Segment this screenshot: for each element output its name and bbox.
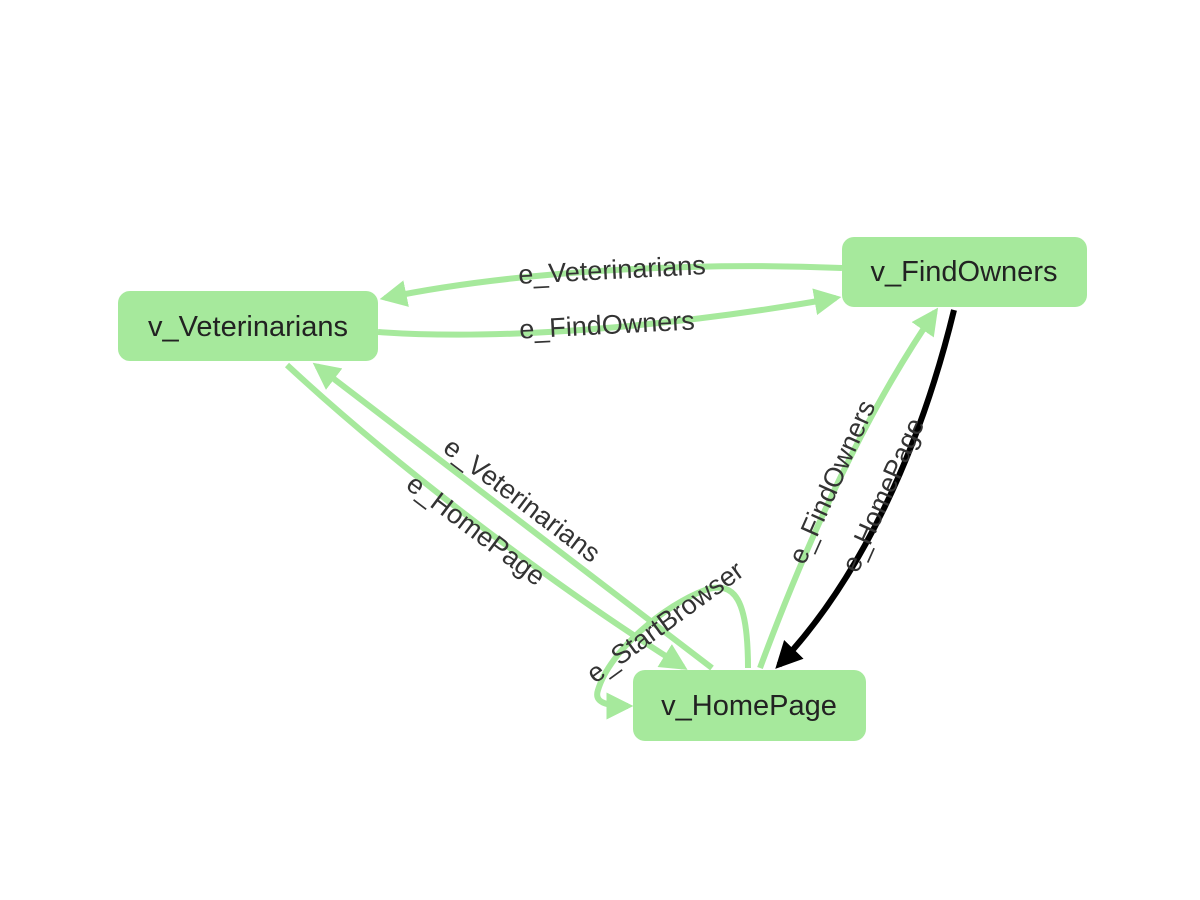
edge-label-start-browser: e_StartBrowser	[581, 555, 749, 689]
edge-veterinarians-to-findowners[interactable]	[377, 288, 842, 338]
node-find-owners[interactable]: v_FindOwners	[842, 237, 1087, 307]
node-home-page[interactable]: v_HomePage	[633, 670, 866, 741]
edge-homepage-to-findowners[interactable]	[757, 307, 939, 670]
edge-start-browser[interactable]	[594, 584, 751, 720]
node-find-owners-label: v_FindOwners	[871, 256, 1058, 288]
node-veterinarians[interactable]: v_Veterinarians	[118, 291, 378, 361]
edge-labels: e_Veterinarians e_FindOwners e_Veterinar…	[401, 250, 930, 689]
node-veterinarians-box	[118, 291, 378, 361]
edges	[284, 263, 957, 720]
edge-label-findowners-to-veterinarians: e_Veterinarians	[518, 250, 707, 290]
node-veterinarians-label: v_Veterinarians	[148, 311, 348, 343]
edge-veterinarians-to-homepage[interactable]	[284, 362, 688, 670]
edge-findowners-to-homepage[interactable]	[775, 309, 957, 669]
node-home-page-label: v_HomePage	[661, 690, 837, 722]
node-home-page-box	[633, 670, 866, 741]
edge-homepage-to-veterinarians[interactable]	[312, 362, 714, 671]
node-find-owners-box	[842, 237, 1087, 307]
edge-label-veterinarians-to-findowners: e_FindOwners	[519, 305, 696, 344]
edge-findowners-to-veterinarians[interactable]	[379, 263, 843, 307]
